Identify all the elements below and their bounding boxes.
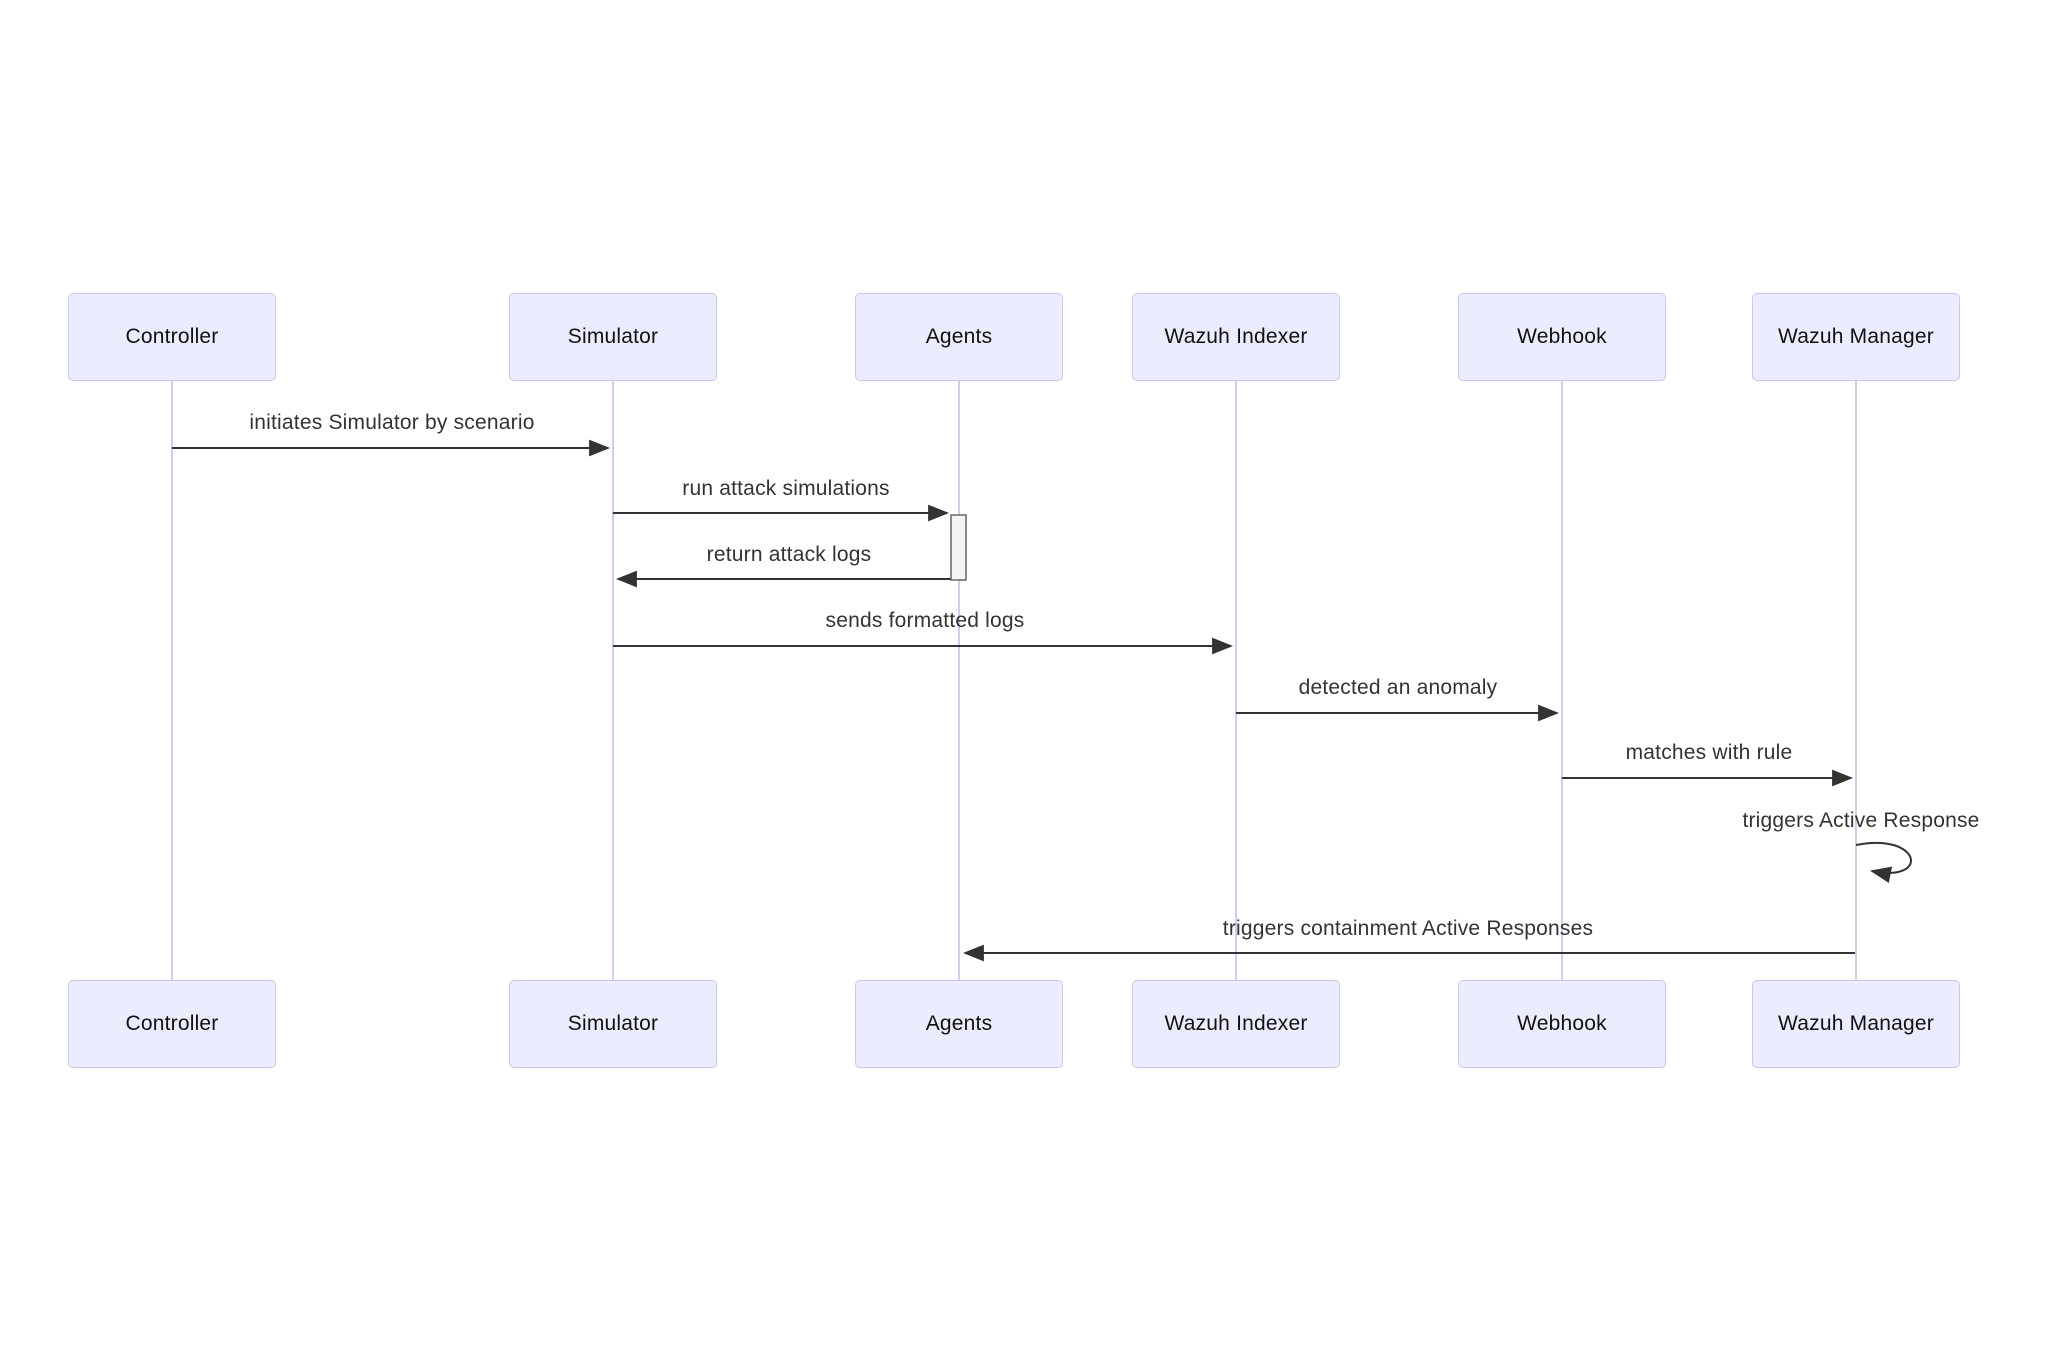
message-label-return-attack-logs: return attack logs [706,543,872,566]
actor-box-webhook-bottom: Webhook [1458,980,1666,1068]
message-label-run-attack-simulations: run attack simulations [682,477,890,500]
activation-bar-agents [950,514,967,581]
actor-box-simulator-top: Simulator [509,293,717,381]
actor-box-agents-top: Agents [855,293,1063,381]
actor-box-wazuh-manager-bottom: Wazuh Manager [1752,980,1960,1068]
lifeline-simulator [612,381,614,980]
actor-box-controller-bottom: Controller [68,980,276,1068]
actor-box-wazuh-manager-top: Wazuh Manager [1752,293,1960,381]
lifeline-agents [958,381,960,980]
actor-box-agents-bottom: Agents [855,980,1063,1068]
message-label-matches-with-rule: matches with rule [1625,741,1793,764]
actor-box-wazuh-indexer-top: Wazuh Indexer [1132,293,1340,381]
actor-box-controller-top: Controller [68,293,276,381]
message-label-detected-an-anomaly: detected an anomaly [1298,676,1498,699]
actor-box-simulator-bottom: Simulator [509,980,717,1068]
actor-box-wazuh-indexer-bottom: Wazuh Indexer [1132,980,1340,1068]
self-loop-arrow-triggers-active-response [1855,841,1912,883]
message-label-triggers-containment: triggers containment Active Responses [1222,917,1594,940]
lifeline-wazuh-manager [1855,381,1857,980]
lifeline-wazuh-indexer [1235,381,1237,980]
actor-box-webhook-top: Webhook [1458,293,1666,381]
lifeline-controller [171,381,173,980]
message-label-triggers-active-response: triggers Active Response [1742,809,1980,832]
message-label-initiates-simulator: initiates Simulator by scenario [249,411,535,434]
lifeline-webhook [1561,381,1563,980]
message-label-sends-formatted-logs: sends formatted logs [825,609,1025,632]
